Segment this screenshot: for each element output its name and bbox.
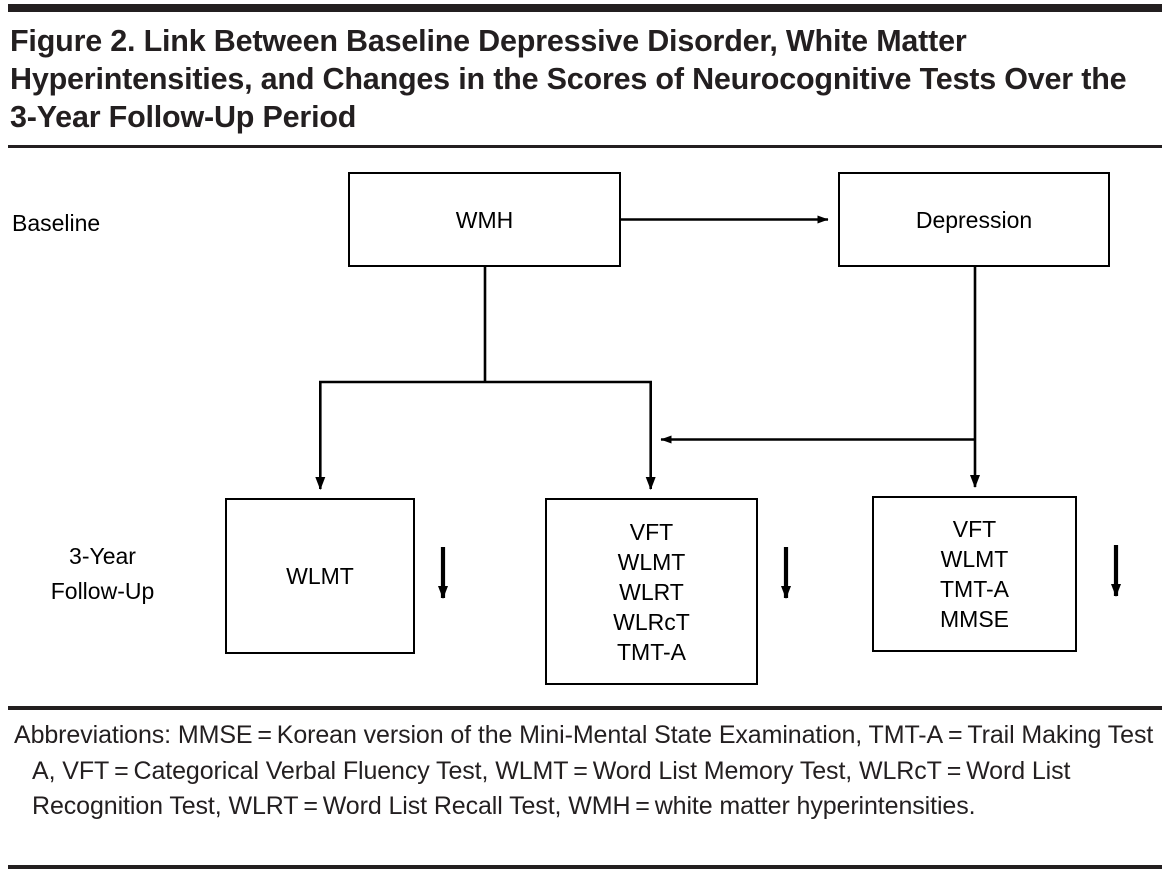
figure-title: Figure 2. Link Between Baseline Depressi…: [10, 24, 1127, 134]
bottom-rule: [8, 865, 1162, 869]
node-wmh[interactable]: WMH: [348, 172, 621, 267]
node-outcome-right[interactable]: VFT WLMT TMT-A MMSE: [872, 496, 1077, 652]
node-depression-label: Depression: [915, 206, 1033, 233]
node-wmh-label: WMH: [455, 206, 514, 233]
row-label-baseline: Baseline: [12, 210, 101, 236]
footnote-divider-rule: [8, 706, 1162, 710]
diagram-connectors: [315, 215, 1121, 599]
node-outcome-middle-label: VFT WLMT WLRT WLRcT TMT-A: [613, 518, 690, 665]
node-depression[interactable]: Depression: [838, 172, 1110, 267]
row-label-followup: 3-Year Follow-Up: [50, 543, 155, 604]
node-outcome-middle[interactable]: VFT WLMT WLRT WLRcT TMT-A: [545, 498, 758, 685]
title-divider-rule: [8, 145, 1162, 148]
node-outcome-right-label: VFT WLMT TMT-A MMSE: [940, 516, 1009, 632]
flow-diagram: Baseline 3-Year Follow-Up WMH Depression…: [0, 148, 1171, 704]
top-rule: [8, 4, 1162, 12]
abbreviations-footnote: Abbreviations: MMSE = Korean version of …: [14, 721, 1154, 820]
node-outcome-wlmt[interactable]: WLMT: [225, 498, 415, 654]
node-outcome-wlmt-label: WLMT: [286, 563, 354, 589]
